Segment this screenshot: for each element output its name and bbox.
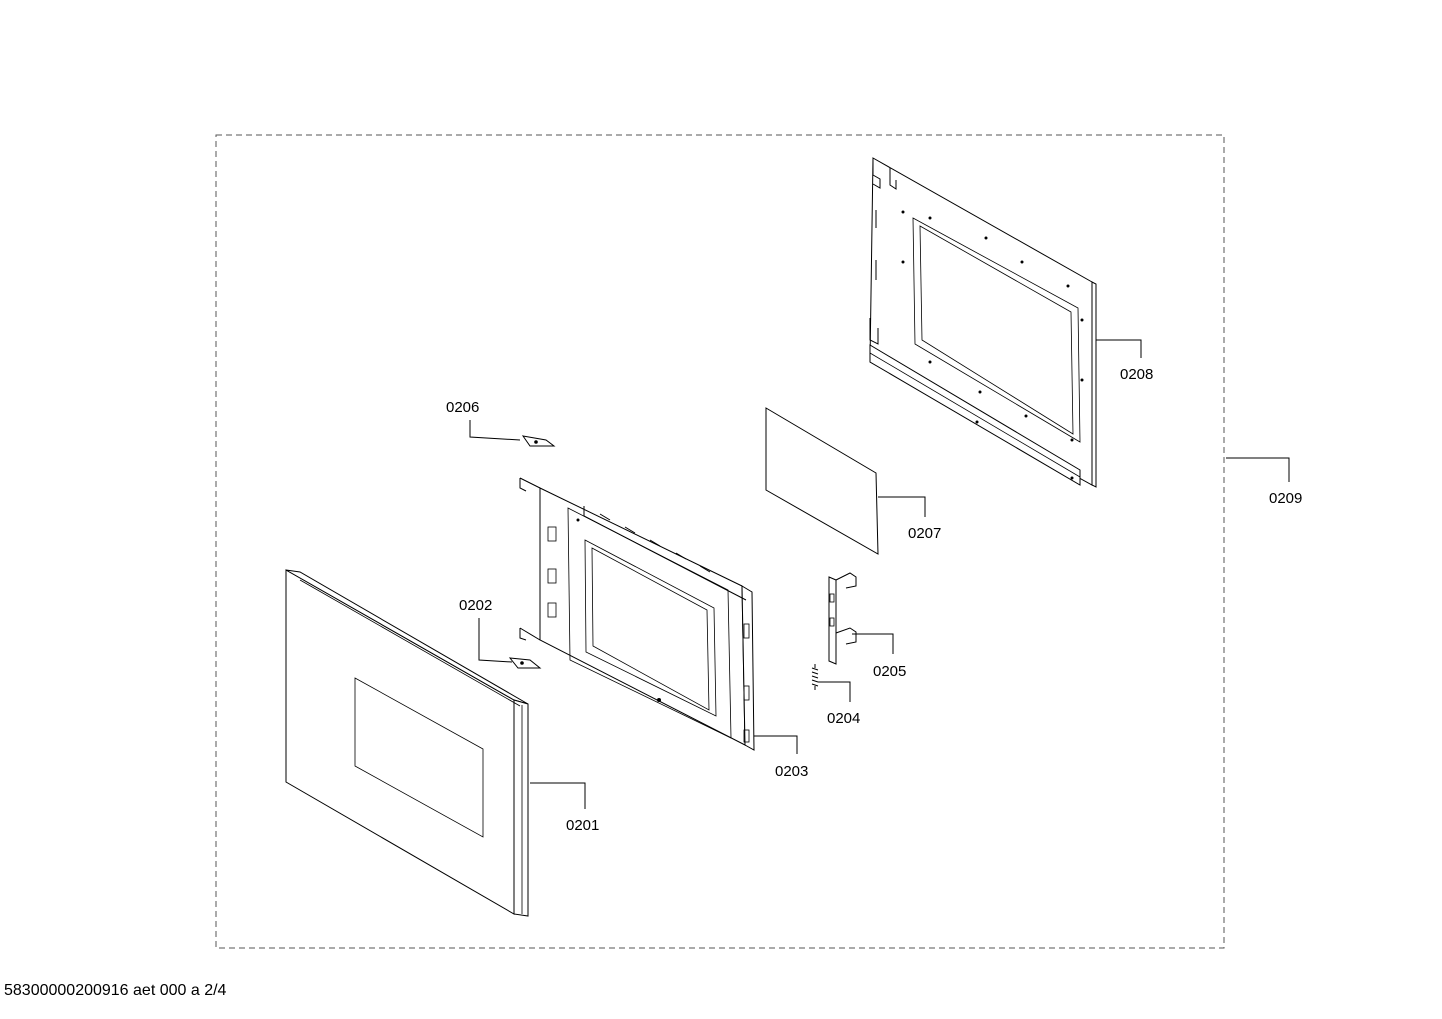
part-0207-glass-pane[interactable] <box>765 407 879 555</box>
part-0208-back-frame[interactable] <box>869 157 1097 488</box>
part-0203-inner-frame[interactable] <box>519 477 755 751</box>
document-id-footer: 58300000200916 aet 000 a 2/4 <box>4 982 227 999</box>
assembly-boundary <box>215 134 1225 949</box>
label-0201: 0201 <box>566 817 599 834</box>
label-0207: 0207 <box>908 525 941 542</box>
label-0203: 0203 <box>775 763 808 780</box>
part-0201-outer-door[interactable] <box>285 569 529 917</box>
part-0202-hinge-clip[interactable] <box>508 657 542 669</box>
label-0206: 0206 <box>446 399 479 416</box>
part-0204-spring[interactable] <box>811 664 819 690</box>
label-0208: 0208 <box>1120 366 1153 383</box>
label-0205: 0205 <box>873 663 906 680</box>
label-0209: 0209 <box>1269 490 1302 507</box>
part-0205-latch-hook[interactable] <box>828 572 857 665</box>
part-0206-hinge-clip[interactable] <box>521 435 556 447</box>
leader-lines <box>469 339 1290 809</box>
label-0204: 0204 <box>827 710 860 727</box>
label-0202: 0202 <box>459 597 492 614</box>
